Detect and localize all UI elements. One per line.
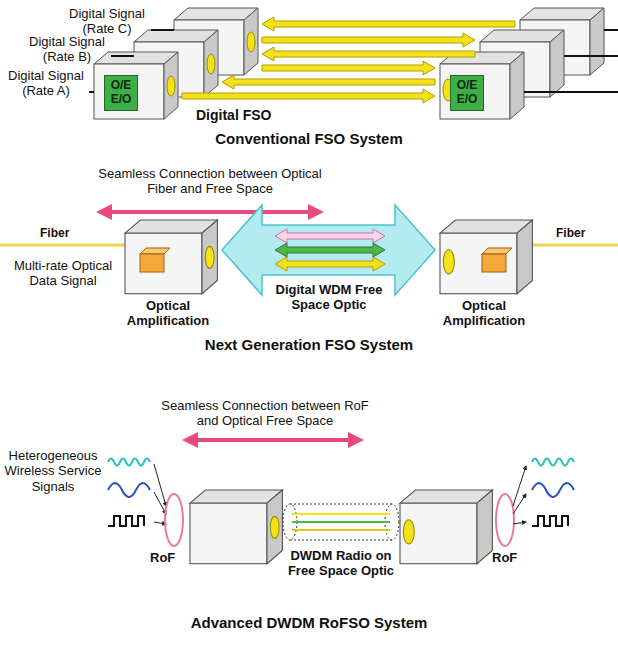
feature-label: Seamless Connection between Optical Fibe… <box>95 166 325 197</box>
free-space-channel <box>283 504 399 540</box>
node-text: O/E E/O <box>457 79 478 107</box>
link-label: DWDM Radio on Free Space Optic <box>277 548 405 579</box>
wireless-signals-right <box>532 459 574 527</box>
signal-wires <box>89 30 618 92</box>
fiber-label: Fiber <box>556 226 606 240</box>
signal-label: Digital Signal (Rate A) <box>2 68 90 99</box>
rofso-terminal-right <box>400 490 492 564</box>
signal-label: Digital Signal (Rate B) <box>22 34 112 65</box>
panel-title: Next Generation FSO System <box>109 336 509 354</box>
rofso-terminal-left <box>190 490 282 564</box>
dwdm-beams <box>292 514 390 530</box>
rof-ring <box>165 494 183 546</box>
feature-label: Seamless Connection between RoF and Opti… <box>150 398 380 429</box>
rof-label: RoF <box>150 550 190 565</box>
link-label: Digital FSO <box>196 107 306 124</box>
amplifier-terminal-right <box>440 220 532 294</box>
link-label: Digital WDM Free Space Optic <box>259 282 399 313</box>
signal-label: Multi-rate Optical Data Signal <box>2 258 124 289</box>
rof-label: RoF <box>492 550 532 565</box>
wireless-signals-left <box>108 459 150 527</box>
converter-box: O/E E/O <box>450 75 484 111</box>
seamless-arrow <box>190 438 356 442</box>
wdm-beam <box>222 205 435 295</box>
wavelength-arrows <box>275 229 385 271</box>
node-text: O/E E/O <box>111 79 132 107</box>
signal-fan-right <box>513 466 526 524</box>
signal-label: Digital Signal (Rate C) <box>62 6 152 37</box>
fiber-label: Fiber <box>40 226 90 240</box>
amplifier-terminal-left <box>125 220 217 294</box>
component-label: Optical Amplification <box>113 298 223 329</box>
signal-label: Heterogeneous Wireless Service Signals <box>2 448 104 494</box>
seamless-arrow <box>104 210 316 214</box>
panel-title: Advanced DWDM RoFSO System <box>109 614 509 632</box>
rof-ring <box>496 494 514 546</box>
component-label: Optical Amplification <box>429 298 539 329</box>
converter-box: O/E E/O <box>104 75 138 111</box>
panel-title: Conventional FSO System <box>109 130 509 148</box>
